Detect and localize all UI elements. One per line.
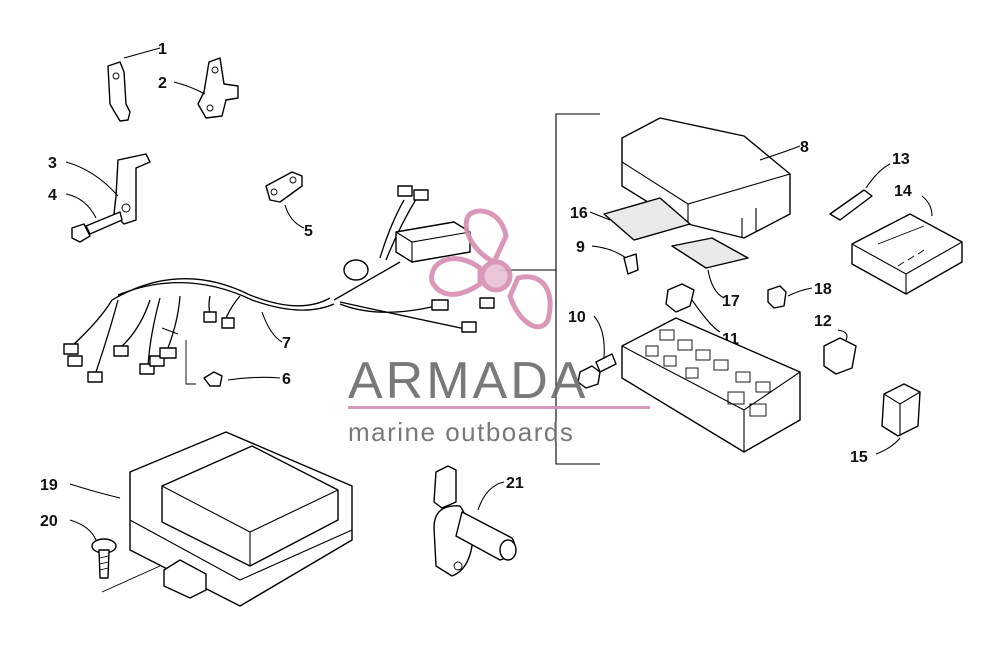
callout-13: 13	[892, 151, 910, 168]
watermark-divider	[348, 406, 650, 409]
part-2-bracket: 2	[158, 57, 239, 119]
callout-12: 12	[814, 313, 832, 330]
callout-20: 20	[40, 513, 58, 530]
part-13-fuse-puller: 13	[829, 151, 910, 221]
part-7-wire-harness: 7	[63, 185, 495, 383]
callout-9: 9	[576, 239, 585, 256]
part-5-plate: 5	[265, 171, 313, 240]
part-14-fuse-case: 14	[851, 183, 963, 295]
part-3-bracket: 3	[48, 153, 151, 225]
callout-4: 4	[48, 187, 57, 204]
callout-15: 15	[850, 449, 868, 466]
propeller-logo-icon	[429, 208, 553, 330]
part-20-screw: 20	[40, 513, 161, 593]
part-18-relay: 18	[767, 281, 832, 309]
callout-17: 17	[722, 293, 740, 310]
callout-3: 3	[48, 155, 57, 172]
callout-21: 21	[506, 475, 524, 492]
callout-7: 7	[282, 335, 291, 352]
part-15-connector: 15	[850, 383, 921, 466]
part-1-bracket: 1	[107, 41, 167, 122]
callout-5: 5	[304, 223, 313, 240]
fuse-relay-block	[621, 317, 801, 453]
callout-6: 6	[282, 371, 291, 388]
part-4-bolt: 4	[48, 187, 123, 243]
watermark-brand: ARMADA	[348, 352, 588, 410]
part-19-ecu: 19	[40, 431, 353, 607]
part-10-bolt: 10	[568, 309, 617, 389]
watermark-tagline: marine outboards	[348, 417, 574, 447]
callout-14: 14	[894, 183, 912, 200]
group-bracket	[555, 113, 600, 465]
part-6-screw: 6	[185, 340, 291, 388]
armada-watermark: ARMADA marine outboards	[348, 208, 650, 447]
callout-18: 18	[814, 281, 832, 298]
part-12-relay: 12	[814, 313, 857, 375]
callout-16: 16	[570, 205, 588, 222]
part-9-fuse: 9	[576, 239, 639, 275]
callout-1: 1	[158, 41, 167, 58]
callout-19: 19	[40, 477, 58, 494]
callout-2: 2	[158, 75, 167, 92]
callout-8: 8	[800, 139, 809, 156]
part-17-label-sheet: 17	[671, 237, 749, 310]
part-21-sensor: 21	[433, 465, 524, 577]
callout-10: 10	[568, 309, 586, 326]
part-16-label-sheet: 16	[570, 197, 691, 241]
